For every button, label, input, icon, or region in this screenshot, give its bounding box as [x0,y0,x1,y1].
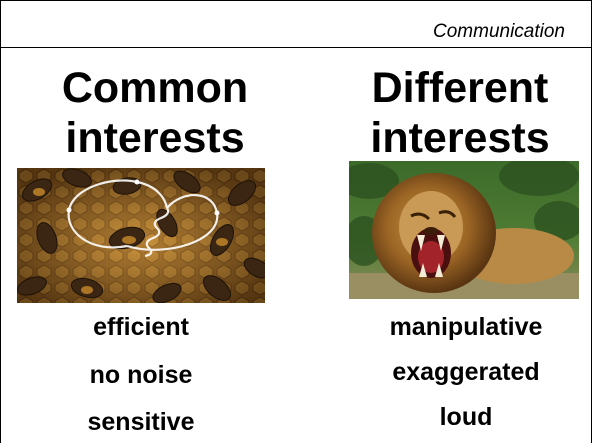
header-divider [1,47,591,48]
trait-exaggerated: exaggerated [392,358,540,386]
left-title-line1: Common [61,64,249,112]
trait-loud: loud [439,403,493,431]
left-title-line2: interests [65,114,245,162]
left-column-title: Common interests [25,63,285,163]
honeybees-waggle-dance-photo [17,168,265,303]
trait-efficient: efficient [93,313,189,341]
trait-sensitive: sensitive [87,408,195,436]
trait-no-noise: no noise [89,361,193,389]
section-label: Communication [433,21,565,42]
right-title-line2: interests [370,114,550,162]
right-title-line1: Different [371,64,549,112]
right-column-title: Different interests [329,63,591,163]
trait-manipulative: manipulative [389,313,543,341]
roaring-lion-photo [349,161,579,299]
